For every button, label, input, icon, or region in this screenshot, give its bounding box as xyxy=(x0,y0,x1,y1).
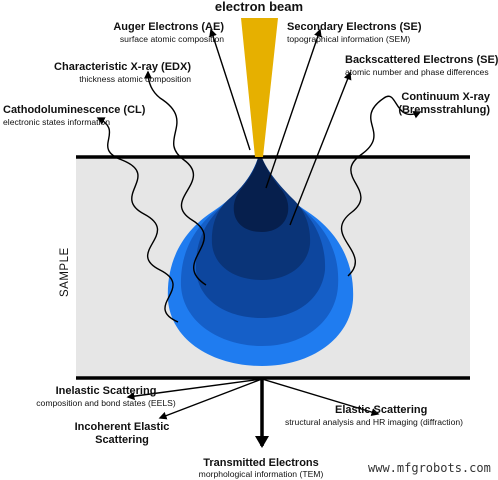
characteristic-xray-subtitle: thickness atomic composition xyxy=(79,74,191,84)
inelastic-subtitle: composition and bond states (EELS) xyxy=(36,398,176,408)
sample-label: SAMPLE xyxy=(59,247,71,297)
backscattered-electron-arrow xyxy=(289,71,352,226)
electron-beam xyxy=(241,18,278,157)
interaction-volume-core xyxy=(233,158,289,232)
incoherent-scattering-arrow xyxy=(158,378,263,420)
continuum-xray-title: Continuum X-ray xyxy=(401,91,490,103)
cathodoluminescence-wave xyxy=(96,117,179,323)
transmitted-subtitle: morphological information (TEM) xyxy=(198,469,324,479)
elastic-scattering-arrow xyxy=(261,378,380,416)
incoherent-title: Incoherent Elastic xyxy=(74,421,170,433)
electron-beam-label: electron beam xyxy=(214,0,304,14)
secondary-subtitle: topographical information (SEM) xyxy=(287,34,411,44)
elastic-title: Elastic Scattering xyxy=(335,404,428,416)
transmitted-title: Transmitted Electrons xyxy=(203,457,319,469)
auger-subtitle: surface atomic composition xyxy=(119,34,224,44)
characteristic-xray-title: Characteristic X-ray (EDX) xyxy=(54,61,191,73)
secondary-title: Secondary Electrons (SE) xyxy=(287,21,422,33)
cathodoluminescence-subtitle: electronic states information xyxy=(3,117,110,127)
characteristic-xray-wave xyxy=(144,70,207,286)
secondary-electron-arrow xyxy=(265,28,322,189)
continuum-xray-title-line-2: (Bremsstrahlung) xyxy=(398,104,490,116)
continuum-xray-wave xyxy=(340,95,422,277)
backscattered-subtitle: atomic number and phase differences xyxy=(345,67,489,77)
incoherent-title-line-2: Scattering xyxy=(95,434,149,446)
backscattered-title: Backscattered Electrons (SE) xyxy=(345,54,498,66)
elastic-subtitle: structural analysis and HR imaging (diff… xyxy=(285,417,463,427)
inelastic-scattering-arrow xyxy=(126,378,263,401)
auger-title: Auger Electrons (AE) xyxy=(113,21,224,33)
inelastic-title: Inelastic Scattering xyxy=(55,385,157,397)
auger-electron-arrow xyxy=(209,28,251,151)
watermark-text: www.mfgrobots.com xyxy=(368,461,491,475)
cathodoluminescence-title: Cathodoluminescence (CL) xyxy=(3,104,146,116)
